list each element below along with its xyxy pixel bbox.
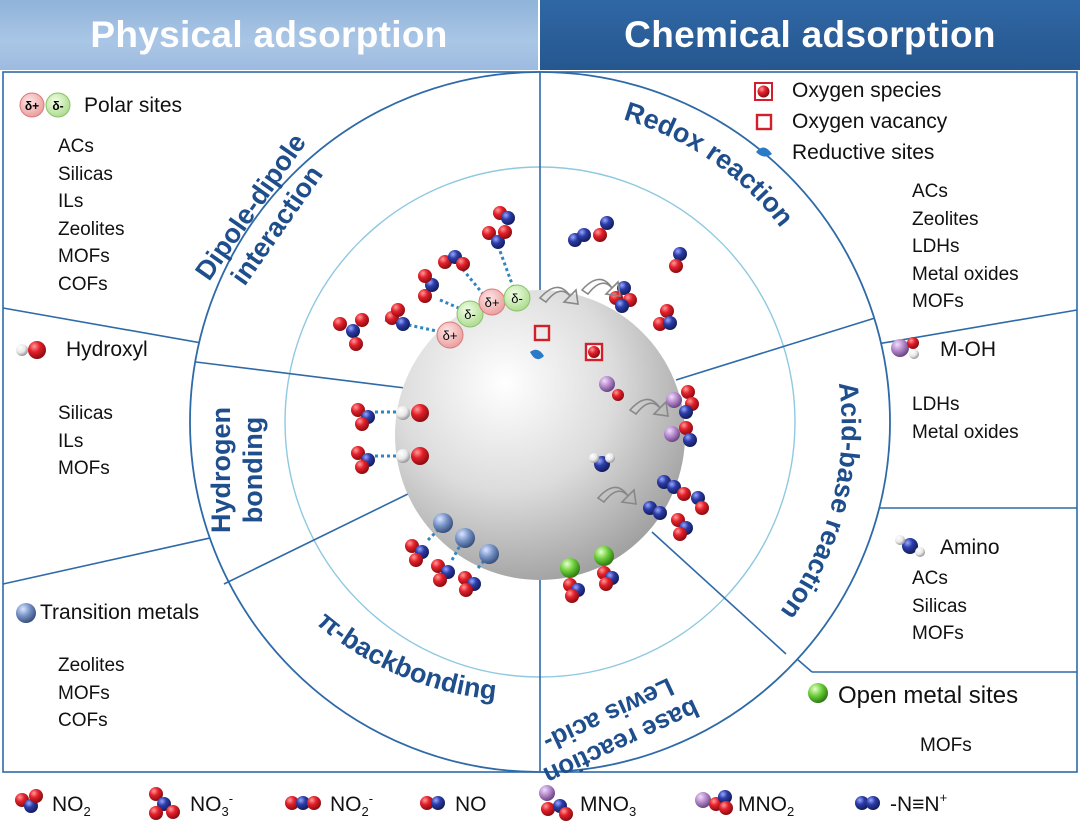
polar-sites-list: ACs Silicas ILs Zeolites MOFs COFs: [58, 133, 125, 298]
chemical-adsorption-header: Chemical adsorption: [540, 0, 1080, 70]
list-item: MOFs: [912, 623, 964, 644]
list-item: ILs: [58, 191, 84, 212]
svg-text:MNO3: MNO3: [580, 793, 636, 819]
legend-labels: NO2 NO3- NO2- NO MNO3 MNO2 -N≡N+: [52, 790, 947, 819]
oxygen-species-label: Oxygen species: [792, 79, 942, 102]
hbond-molecules: [351, 403, 429, 474]
hydroxyl-title: Hydroxyl: [66, 338, 148, 361]
list-item: COFs: [58, 273, 108, 295]
legend-icons: [15, 785, 880, 821]
polar-sites-icon: δ+ δ-: [19, 92, 71, 118]
redox-materials-list: ACs Zeolites LDHs Metal oxides MOFs: [912, 178, 1019, 316]
moh-icon: [891, 337, 919, 359]
open-metal-sites-title: Open metal sites: [838, 682, 1019, 709]
dminus-label-2: δ-: [511, 291, 523, 306]
amino-list: ACs Silicas MOFs: [912, 565, 967, 648]
dminus-label-1: δ-: [464, 307, 476, 322]
sector-dividers: [195, 72, 876, 772]
transition-metal-icon: [16, 603, 36, 623]
svg-text:MNO2: MNO2: [738, 793, 794, 819]
oxygen-vacancy-label: Oxygen vacancy: [792, 110, 948, 133]
list-item: Silicas: [912, 595, 967, 617]
hydroxyl-list: Silicas ILs MOFs: [58, 400, 113, 483]
dipole-molecules: δ+ δ- δ+ δ-: [333, 206, 531, 351]
list-item: ILs: [58, 430, 84, 452]
list-item: MOFs: [920, 735, 972, 756]
list-item: Zeolites: [58, 218, 125, 240]
list-item: ACs: [912, 568, 948, 589]
adsorbent-sphere: [395, 290, 685, 580]
list-item: ACs: [58, 136, 94, 157]
svg-text:δ-: δ-: [52, 99, 63, 113]
amino-icon: [895, 535, 925, 557]
list-item: MOFs: [58, 458, 110, 479]
svg-text:δ+: δ+: [25, 99, 39, 113]
hydroxyl-icon: [16, 341, 46, 359]
moh-title: M-OH: [940, 338, 996, 361]
sector-label-hbond-line2: bonding: [238, 417, 268, 523]
svg-text:NO3-: NO3-: [190, 791, 233, 819]
oxygen-vacancy-icon: [755, 113, 773, 131]
list-item: Zeolites: [58, 655, 125, 676]
list-item: Silicas: [58, 163, 113, 185]
list-item: MOFs: [912, 291, 964, 312]
svg-text:NO2-: NO2-: [330, 791, 373, 819]
list-item: MOFs: [58, 682, 110, 704]
redox-molecules: [530, 216, 687, 505]
amino-title: Amino: [940, 536, 1000, 559]
list-item: ACs: [912, 181, 948, 202]
sector-label-hbond-line1: Hydrogen: [206, 407, 236, 533]
svg-text:NO2: NO2: [52, 793, 91, 819]
acidbase-molecules: [589, 376, 709, 541]
list-item: LDHs: [912, 236, 960, 257]
open-metal-icon: [808, 683, 828, 703]
list-item: COFs: [58, 710, 108, 731]
dplus-label-2: δ+: [485, 295, 500, 310]
dplus-label-1: δ+: [443, 328, 458, 343]
list-item: LDHs: [912, 394, 960, 415]
oxygen-species-icon: [754, 82, 773, 101]
physical-adsorption-header: Physical adsorption: [0, 0, 538, 70]
list-item: Metal oxides: [912, 263, 1019, 285]
transition-metals-list: Zeolites MOFs COFs: [58, 652, 125, 735]
svg-text:NO: NO: [455, 793, 487, 816]
list-item: Zeolites: [912, 208, 979, 230]
polar-sites-title: Polar sites: [84, 94, 183, 117]
transition-metals-title: Transition metals: [40, 601, 200, 624]
svg-text:-N≡N+: -N≡N+: [890, 790, 947, 816]
pi-molecules: [405, 513, 499, 597]
list-item: MOFs: [58, 246, 110, 267]
reductive-sites-icon: [756, 147, 772, 157]
lewis-molecules: [560, 546, 619, 603]
reductive-sites-label: Reductive sites: [792, 141, 935, 164]
list-item: Silicas: [58, 403, 113, 424]
open-metal-list: MOFs: [920, 732, 972, 760]
list-item: Metal oxides: [912, 421, 1019, 443]
moh-list: LDHs Metal oxides: [912, 391, 1019, 446]
